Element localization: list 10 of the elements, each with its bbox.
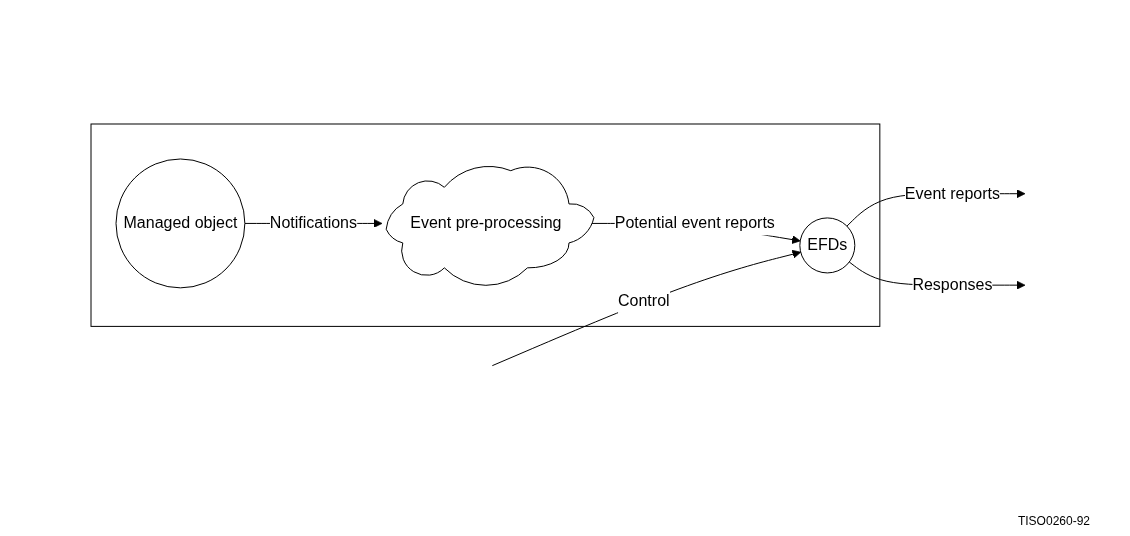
edge-label: Event reports bbox=[904, 185, 1000, 203]
edge-label: Responses bbox=[912, 276, 993, 294]
edge-label: Control bbox=[618, 292, 670, 310]
edge-label: Notifications bbox=[269, 214, 358, 232]
edge-label: Potential event reports bbox=[614, 214, 775, 232]
node-circle: Managed object bbox=[115, 158, 246, 289]
node-circle: EFDs bbox=[799, 217, 856, 274]
figure-code: TISO0260-92 bbox=[1017, 514, 1090, 528]
arrow bbox=[491, 250, 802, 367]
cluster bbox=[90, 123, 881, 328]
